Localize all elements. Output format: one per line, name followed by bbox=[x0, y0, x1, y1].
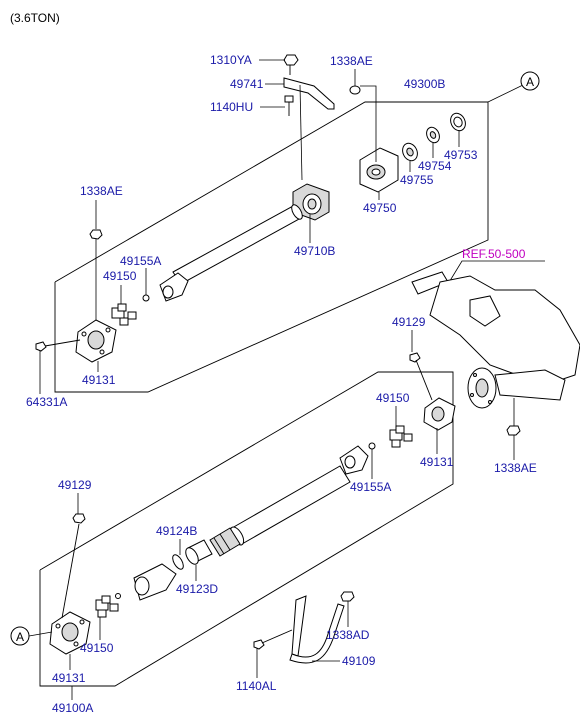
label-49124b: 49124B bbox=[156, 524, 197, 538]
nut-1338ae-left bbox=[89, 229, 103, 320]
svg-text:A: A bbox=[16, 630, 24, 644]
label-1140hu: 1140HU bbox=[210, 100, 253, 114]
washer-49755 bbox=[402, 142, 418, 162]
front-shaft-tube bbox=[172, 204, 303, 285]
flange-yoke-right bbox=[423, 397, 456, 431]
universal-joint-spider-top bbox=[111, 303, 137, 326]
seal-49753 bbox=[450, 112, 466, 132]
label-49150-right: 49150 bbox=[376, 391, 410, 405]
safety-strap-49109 bbox=[289, 595, 345, 664]
label-49131-bottom: 49131 bbox=[52, 671, 86, 685]
grease-fitting-49155a-top bbox=[142, 294, 150, 302]
label-49131-right: 49131 bbox=[420, 455, 454, 469]
washer-49754 bbox=[426, 126, 440, 144]
center-bearing-housing bbox=[359, 147, 399, 193]
front-shaft-assembly-outline bbox=[54, 83, 526, 393]
nut-1338ae-top bbox=[349, 85, 361, 95]
bolt-49129-right bbox=[409, 352, 433, 401]
bolt-1140al bbox=[253, 629, 293, 650]
label-49155a-mid: 49155A bbox=[350, 480, 391, 494]
callout-a-top: A bbox=[520, 71, 540, 91]
label-49741: 49741 bbox=[230, 77, 264, 91]
flange-yoke-top bbox=[75, 319, 117, 363]
label-1338ae-left: 1338AE bbox=[80, 184, 123, 198]
diagram-title: (3.6TON) bbox=[10, 11, 60, 25]
grease-fitting-bottom bbox=[115, 593, 121, 599]
callout-a-bottom: A bbox=[10, 626, 53, 646]
label-49129-left: 49129 bbox=[58, 478, 92, 492]
label-49750: 49750 bbox=[363, 201, 397, 215]
snap-ring-49124b bbox=[172, 554, 184, 570]
label-49109: 49109 bbox=[342, 654, 376, 668]
label-ref-50-500: REF.50-500 bbox=[462, 247, 526, 261]
label-1310ya: 1310YA bbox=[210, 53, 252, 67]
universal-joint-spider-right bbox=[389, 425, 413, 448]
label-49755: 49755 bbox=[400, 173, 434, 187]
nut-1338ad bbox=[340, 591, 355, 602]
label-64331a: 64331A bbox=[26, 395, 67, 409]
center-bearing-bracket bbox=[283, 54, 335, 181]
label-49300b: 49300B bbox=[404, 77, 445, 91]
dust-boot-49123d bbox=[185, 539, 213, 565]
label-49100a: 49100A bbox=[52, 701, 93, 715]
label-49150-bottom: 49150 bbox=[80, 641, 114, 655]
rear-shaft-assembly-outline bbox=[39, 371, 454, 687]
label-49129-right: 49129 bbox=[392, 315, 426, 329]
label-1338ae-right: 1338AE bbox=[494, 461, 537, 475]
slip-spline bbox=[209, 527, 241, 557]
label-49150-top: 49150 bbox=[103, 269, 137, 283]
rear-axle-housing bbox=[411, 271, 580, 409]
rear-shaft-yoke bbox=[339, 445, 369, 475]
label-49131-top: 49131 bbox=[82, 373, 116, 387]
rear-shaft-front-yoke bbox=[133, 563, 177, 601]
label-49710b: 49710B bbox=[294, 244, 335, 258]
grease-fitting-49155a-mid bbox=[368, 442, 376, 450]
universal-joint-spider-bottom bbox=[95, 595, 119, 618]
center-bearing-49710b bbox=[292, 183, 330, 221]
svg-text:A: A bbox=[526, 75, 534, 89]
label-1140al: 1140AL bbox=[236, 679, 277, 693]
label-1338ad: 1338AD bbox=[326, 628, 370, 642]
flange-yoke-bottom bbox=[49, 611, 91, 655]
label-49155a-top: 49155A bbox=[120, 254, 161, 268]
label-49754: 49754 bbox=[418, 159, 452, 173]
front-yoke bbox=[159, 272, 189, 302]
bolt-49129-left bbox=[61, 513, 86, 619]
bolt-64331a bbox=[35, 339, 81, 352]
label-1338ae-top: 1338AE bbox=[330, 54, 373, 68]
nut-1338ae-right bbox=[506, 398, 521, 436]
label-49753: 49753 bbox=[444, 148, 478, 162]
label-49123d: 49123D bbox=[176, 582, 218, 596]
rear-shaft-tube bbox=[229, 465, 351, 546]
